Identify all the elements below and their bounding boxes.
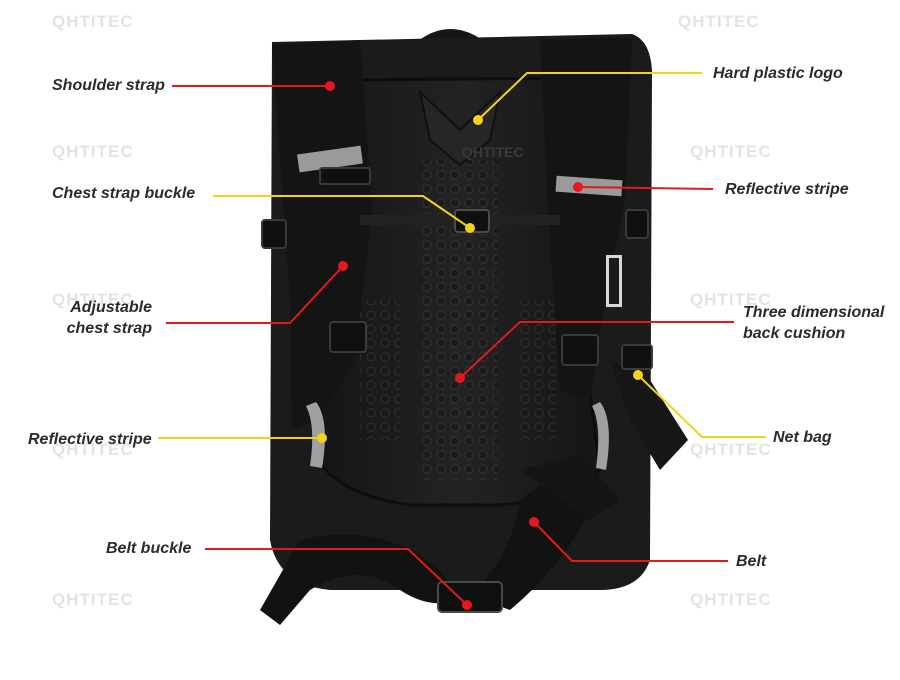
watermark-text: QHTITEC xyxy=(462,144,523,160)
leader-line xyxy=(459,321,734,379)
leader-line xyxy=(205,548,468,606)
watermark-text: QHTITEC xyxy=(690,142,772,161)
label-net-bag: Net bag xyxy=(773,429,832,446)
marker-dot xyxy=(633,370,643,380)
leader-line xyxy=(166,265,344,324)
watermark-text: QHTITEC xyxy=(52,590,134,609)
label-three-dimensional-back-cushion: Three dimensional back cushion xyxy=(743,302,884,344)
watermark-text: QHTITEC xyxy=(52,290,134,309)
leader-line xyxy=(213,195,471,229)
label-belt: Belt xyxy=(736,553,767,570)
marker-dot xyxy=(325,81,335,91)
label-hard-plastic-logo: Hard plastic logo xyxy=(713,65,843,82)
watermark-text: QHTITEC xyxy=(52,12,134,31)
watermark-text: QHTITEC xyxy=(52,142,134,161)
label-chest-strap-buckle: Chest strap buckle xyxy=(52,185,196,202)
marker-dot xyxy=(473,115,483,125)
label-reflective-stripe-left: Reflective stripe xyxy=(28,431,152,448)
marker-dot xyxy=(529,517,539,527)
label-line: Adjustable xyxy=(70,299,152,316)
label-line: Three dimensional xyxy=(743,304,885,321)
marker-dot xyxy=(455,373,465,383)
marker-dot xyxy=(573,182,583,192)
leader-line xyxy=(577,186,714,190)
label-line: back cushion xyxy=(743,325,846,342)
label-shoulder-strap: Shoulder strap xyxy=(52,77,165,94)
label-line: chest strap xyxy=(66,320,152,337)
marker-dot xyxy=(462,600,472,610)
label-belt-buckle: Belt buckle xyxy=(106,540,192,557)
watermark-text: QHTITEC xyxy=(678,12,760,31)
leader-line xyxy=(533,521,728,562)
label-reflective-stripe-right: Reflective stripe xyxy=(725,181,849,198)
marker-dot xyxy=(338,261,348,271)
label-adjustable-chest-strap: Adjustable chest strap xyxy=(60,297,152,339)
marker-dot xyxy=(317,433,327,443)
watermark-text: QHTITEC xyxy=(52,440,134,459)
marker-dot xyxy=(465,223,475,233)
watermark-text: QHTITEC xyxy=(690,440,772,459)
leader-line xyxy=(477,72,702,121)
watermark-text: QHTITEC xyxy=(690,590,772,609)
leader-line xyxy=(637,374,766,438)
watermark-text: QHTITEC xyxy=(690,290,772,309)
